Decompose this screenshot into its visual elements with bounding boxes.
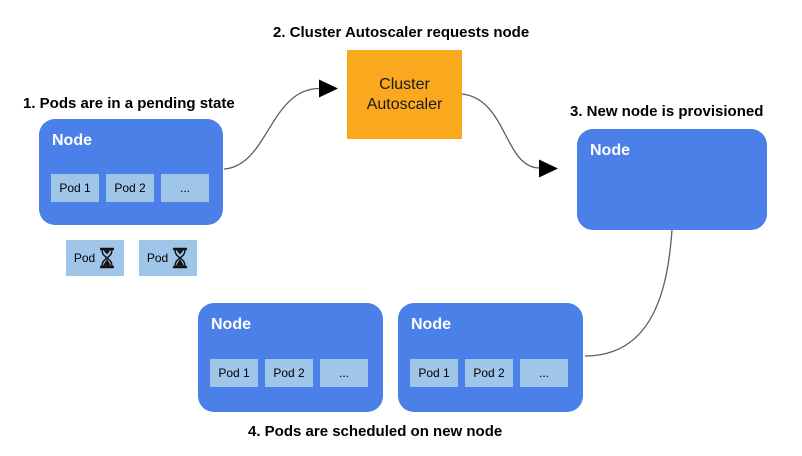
node-title: Node [211,316,251,333]
pod-row: Pod 1 Pod 2 ... [210,359,368,387]
pod: Pod 1 [410,359,458,387]
pod: ... [161,174,209,202]
pod: Pod 2 [106,174,154,202]
cluster-autoscaler-label: Cluster Autoscaler [366,75,443,113]
connector-new-node-to-scheduled-node [584,229,673,357]
node-scheduled-left: Node Pod 1 Pod 2 ... [198,303,383,412]
arrowhead-into-autoscaler-icon [319,79,338,98]
step3-label: 3. New node is provisioned [570,103,764,120]
pending-pod: Pod [66,240,124,276]
hourglass-icon [173,247,188,269]
pod: Pod 1 [210,359,258,387]
node-title: Node [52,132,92,149]
node-new: Node [577,129,767,230]
pending-pod: Pod [139,240,197,276]
node-scheduled-right: Node Pod 1 Pod 2 ... [398,303,583,412]
pod: ... [320,359,368,387]
connector-autoscaler-to-new-node [461,93,540,169]
pod: Pod 1 [51,174,99,202]
pod: Pod 2 [465,359,513,387]
pod-row: Pod 1 Pod 2 ... [51,174,209,202]
pod-row: Pod 1 Pod 2 ... [410,359,568,387]
step2-label: 2. Cluster Autoscaler requests node [273,24,530,41]
step1-label: 1. Pods are in a pending state [23,95,235,112]
step4-label: 4. Pods are scheduled on new node [248,423,503,440]
node-pending: Node Pod 1 Pod 2 ... [39,119,223,225]
pending-pod-label: Pod [146,251,169,265]
node-title: Node [411,316,451,333]
node-title: Node [590,142,630,159]
hourglass-icon [100,247,115,269]
pod: ... [520,359,568,387]
cluster-autoscaler-box: Cluster Autoscaler [347,50,462,139]
pod: Pod 2 [265,359,313,387]
arrowhead-into-new-node-icon [539,159,558,178]
pending-pod-label: Pod [73,251,96,265]
connector-pending-node-to-autoscaler [223,87,320,170]
